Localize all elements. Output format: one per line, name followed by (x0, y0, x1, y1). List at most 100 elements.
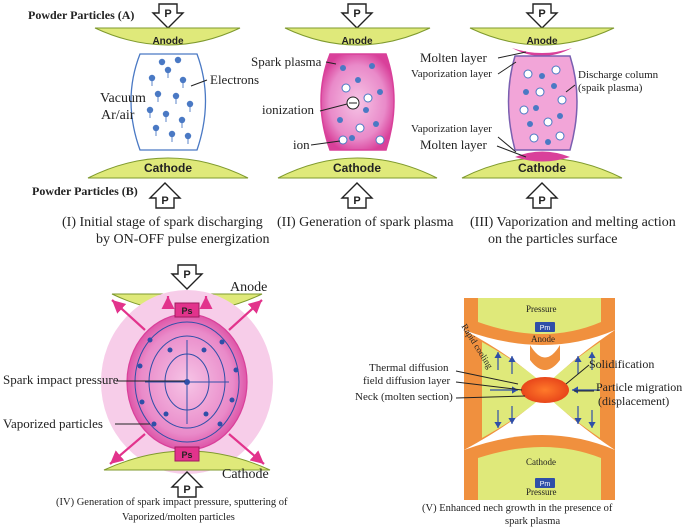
panel-3: P Anode Cathode P (461, 3, 623, 209)
pressure-label-bottom: Pressure (526, 487, 557, 497)
anode-neck-shell (530, 345, 560, 370)
ar-air-label: Ar/air (101, 108, 135, 123)
panel-3-caption-line-1: (III) Vaporization and melting action (470, 215, 676, 230)
pressure-arrow-label: P (164, 8, 171, 20)
anode-electrode (284, 27, 431, 46)
pressure-arrow-bottom: P (525, 182, 559, 209)
pressure-arrow-top: P (340, 3, 374, 29)
panel-2: P Anode Cathode P (277, 3, 438, 209)
panel-3-caption-line-2: on the particles surface (488, 232, 618, 247)
panel-5: Pm Pm (455, 298, 615, 500)
pressure-arrow-label: P (353, 8, 360, 20)
panel-3-leaders (496, 51, 576, 158)
ps-label: Ps (181, 450, 192, 460)
thermal-diffusion-label: Thermal diffusion (369, 362, 449, 374)
anode-electrode (469, 27, 615, 46)
ps-label: Ps (181, 306, 192, 316)
particle-migration-label: Particle migration (596, 380, 683, 394)
panel-1: P Anode Cathode P (87, 3, 249, 209)
electron-cloud (146, 56, 194, 140)
panel-1-caption-line-2: by ON-OFF pulse energization (96, 232, 270, 247)
electrons-leader (190, 79, 208, 87)
vapor-particles (137, 337, 239, 427)
pressure-arrow-label: P (183, 484, 190, 496)
molten-layer-bottom-label: Molten layer (420, 137, 487, 152)
spark-impact-pressure-label: Spark impact pressure (3, 372, 119, 387)
pressure-arrow-top: P (170, 264, 204, 290)
panel-5-caption-line-2: spark plasma (505, 516, 561, 527)
cathode-label: Cathode (333, 161, 381, 175)
molten-neck (521, 377, 569, 403)
vacuum-label: Vacuum (100, 91, 146, 106)
pressure-arrow-label: P (538, 8, 545, 20)
vaporization-layer-bottom-label: Vaporization layer (411, 123, 492, 135)
anode-label: Anode (152, 36, 184, 47)
cathode-label: Cathode (518, 161, 566, 175)
ions (338, 83, 385, 145)
pressure-arrow-bottom: P (340, 182, 374, 209)
ion-label: ion (293, 137, 310, 152)
spark-plasma-leader (325, 61, 337, 65)
pressure-arrow-bottom: P (148, 182, 182, 209)
pressure-arrow-label: P (538, 195, 545, 207)
vaporized-particles-label: Vaporized particles (3, 416, 103, 431)
spark-plasma-label: (spaik plasma) (578, 82, 643, 94)
cathode-electrode (277, 157, 438, 179)
electrons (523, 73, 563, 145)
anode-label: Anode (526, 36, 558, 47)
powder-particles-a-label: Powder Particles (A) (28, 8, 135, 22)
pm-label-top: Pm (540, 325, 551, 332)
panel-4-caption-line-1: (IV) Generation of spark impact pressure… (56, 497, 288, 508)
pressure-arrow-label: P (161, 195, 168, 207)
pm-label-bottom: Pm (540, 481, 551, 488)
spark-plasma-label: Spark plasma (251, 54, 322, 69)
panel-4-anode-label: Anode (230, 280, 268, 295)
cathode-label: Cathode (144, 161, 192, 175)
electrons-label: Electrons (210, 72, 260, 87)
solidification-label: Solidification (589, 357, 655, 371)
panel-5-anode-label: Anode (531, 334, 555, 344)
ps-box-top: Ps (174, 302, 200, 318)
anode-electrode (94, 27, 241, 46)
field-diffusion-layer-label: field diffusion layer (363, 375, 451, 387)
panel-2-caption: (II) Generation of spark plasma (277, 215, 454, 230)
pm-badges (535, 322, 555, 488)
ionization-leader (319, 103, 348, 112)
panel-1-caption-line-1: (I) Initial stage of spark discharging (62, 215, 263, 230)
migration-arrows (490, 352, 600, 428)
pressure-arrow-bottom: P (170, 471, 204, 498)
ion-particles (519, 65, 567, 143)
vaporization-layer-top-label: Vaporization layer (411, 68, 492, 80)
pressure-arrow-top: P (151, 3, 185, 29)
neck-label: Neck (molten section) (355, 391, 453, 403)
bottom-molten-layer (515, 151, 570, 162)
panel-5-cathode-label: Cathode (526, 457, 556, 467)
panel-4-caption-line-2: Vaporized/molten particles (122, 512, 235, 523)
molten-layer-top-label: Molten layer (420, 50, 487, 65)
powder-particles-b-label: Powder Particles (B) (32, 184, 138, 198)
panel-4: P Ps Ps (101, 264, 273, 498)
electron-tails (149, 73, 191, 144)
discharge-column-label: Discharge column (578, 69, 659, 81)
panel-5-leaders (455, 364, 594, 399)
pressure-arrow-label: P (353, 195, 360, 207)
anode-label: Anode (341, 36, 373, 47)
ion-leader (310, 140, 341, 146)
panel-4-cathode-label: Cathode (222, 467, 269, 482)
anode-core (478, 298, 601, 334)
pressure-arrow-top: P (525, 3, 559, 29)
pressure-label-top: Pressure (526, 304, 557, 314)
ps-box-bottom: Ps (174, 446, 200, 462)
top-molten-layer (512, 48, 572, 56)
sputter-arrows (109, 296, 265, 465)
cathode-electrode (87, 157, 249, 179)
discharge-column (507, 55, 578, 151)
panel-5-caption-line-1: (V) Enhanced nech growth in the presence… (422, 503, 613, 514)
pressure-arrow-label: P (183, 269, 190, 281)
displacement-label: (displacement) (598, 394, 670, 408)
electrons (337, 63, 383, 141)
cathode-core (478, 447, 601, 500)
ionization-label: ionization (262, 102, 314, 117)
